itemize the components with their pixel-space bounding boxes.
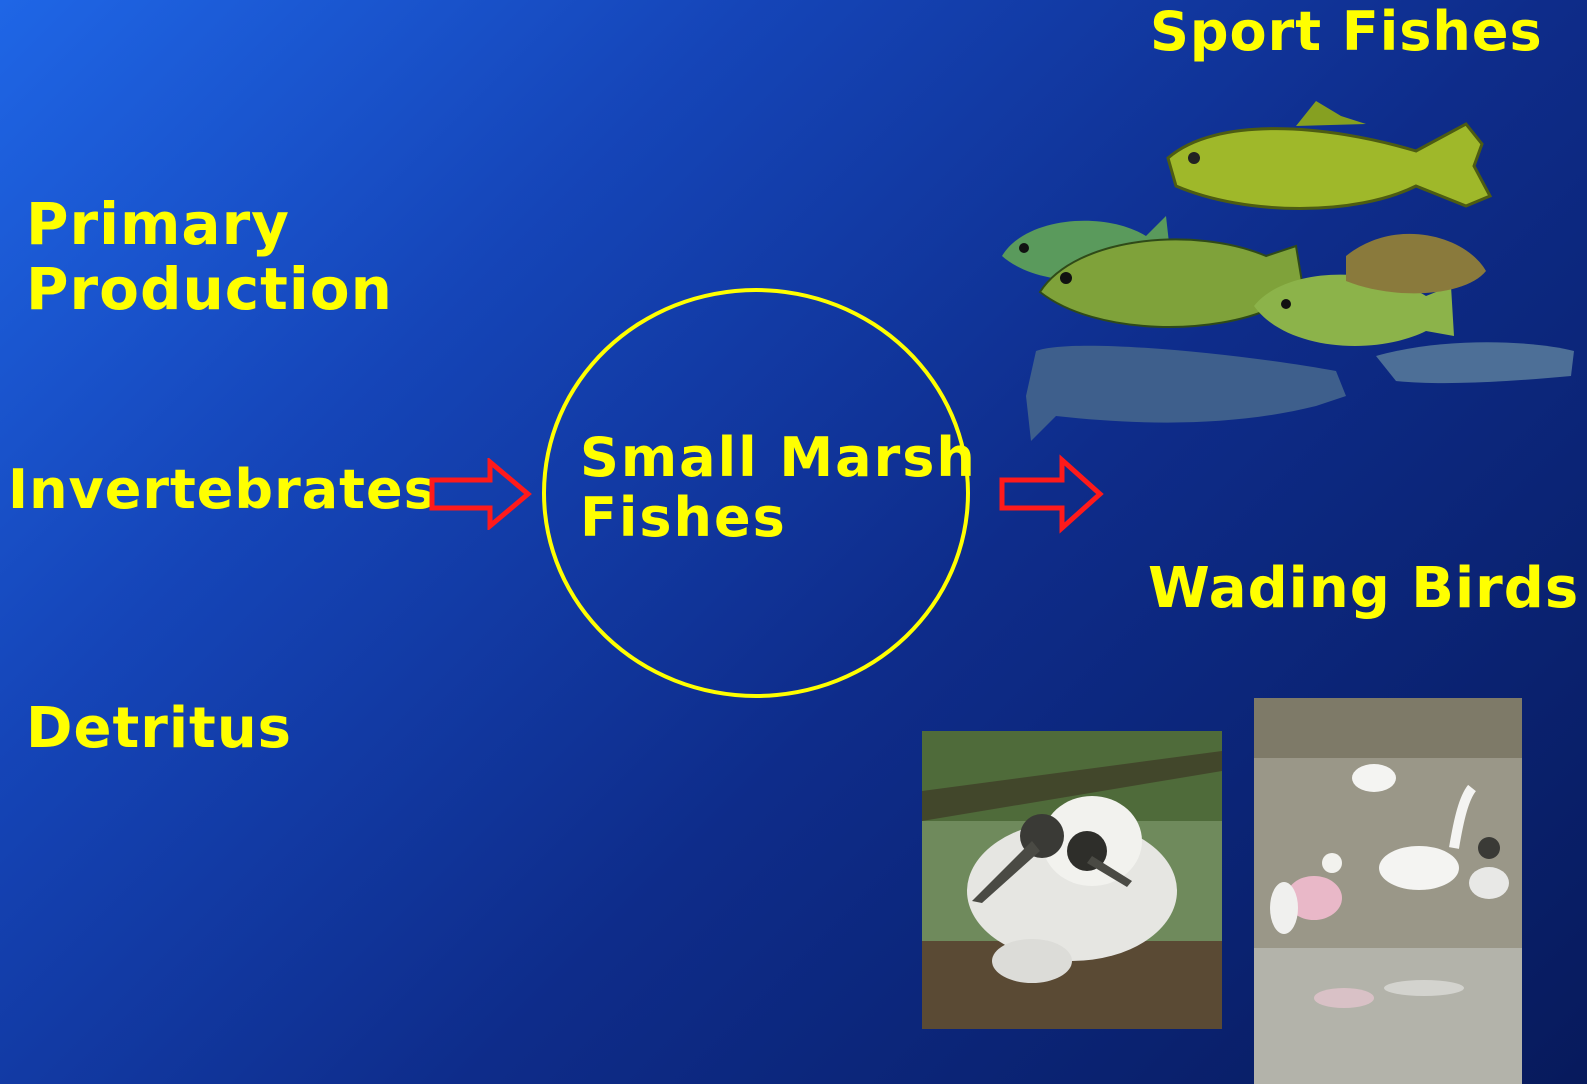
wood-stork-nest-image xyxy=(922,731,1222,1029)
catfish-icon xyxy=(1026,342,1574,441)
sport-fishes-label: Sport Fishes xyxy=(1150,2,1543,62)
primary-production-label: Primary Production xyxy=(26,192,393,322)
wading-birds-flock-image xyxy=(1254,698,1522,1084)
sport-fishes-image xyxy=(996,96,1574,446)
detritus-label: Detritus xyxy=(26,698,292,761)
invertebrates-label: Invertebrates xyxy=(8,460,437,520)
arrow-to-predators-icon xyxy=(998,454,1104,534)
small-marsh-fishes-label: Small Marsh Fishes xyxy=(580,428,977,549)
arrow-to-center-icon xyxy=(428,458,532,530)
bass-fish-icon xyxy=(1168,101,1490,209)
wading-birds-label: Wading Birds xyxy=(1148,558,1579,621)
